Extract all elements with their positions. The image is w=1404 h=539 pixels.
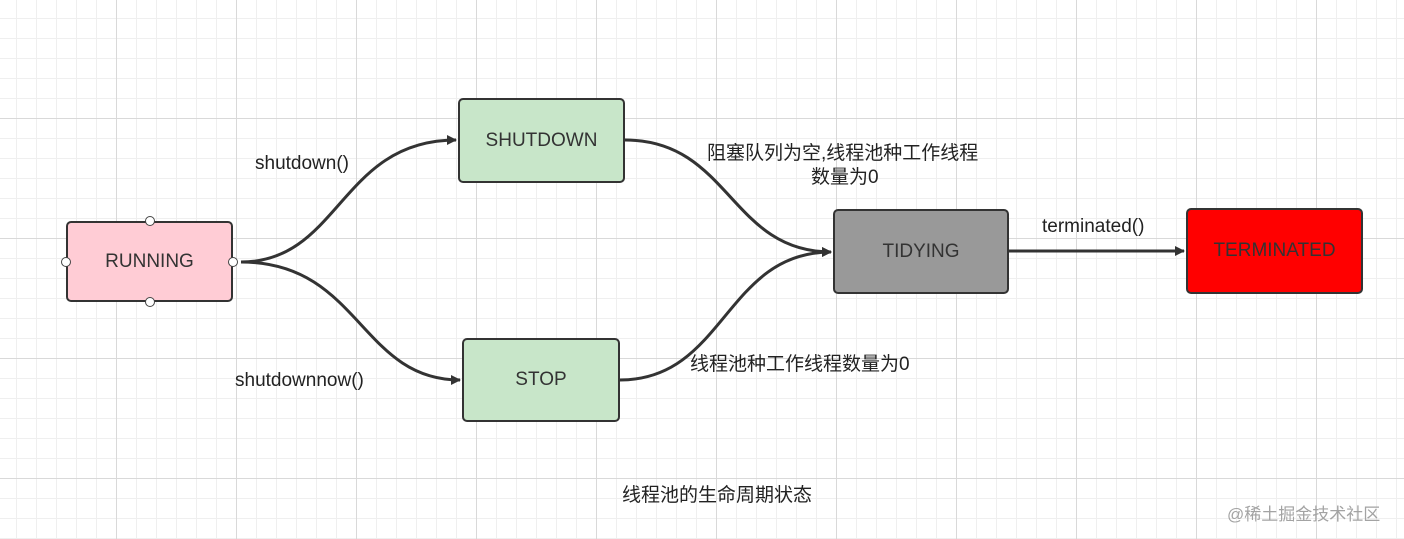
edge-running-to-stop [240,260,461,385]
edge-label-shutdownnow: shutdownnow() [235,370,364,391]
running-node-label: RUNNING [105,250,194,272]
terminated-node-label: TERMINATED [1213,240,1336,261]
tidying-node[interactable]: TIDYING [833,209,1009,294]
shutdown-node[interactable]: SHUTDOWN [458,98,625,183]
edge-label-worker-count-zero: 线程池种工作线程数量为0 [690,354,910,375]
diagram-caption: 线程池的生命周期状态 [622,485,813,506]
shutdown-node-label: SHUTDOWN [485,129,598,151]
edge-label-queue-empty-line2: 数量为0 [811,167,879,188]
stop-node[interactable]: STOP [462,338,620,422]
terminated-node[interactable]: TERMINATED [1186,208,1363,294]
tidying-node-label: TIDYING [882,240,960,262]
edge-label-terminated: terminated() [1042,216,1145,237]
edge-running-to-shutdown [240,135,457,264]
watermark: @稀土掘金技术社区 [1227,505,1381,524]
running-handle-right[interactable] [228,257,238,267]
edge-stop-to-tidying [619,247,832,382]
edge-label-shutdown: shutdown() [255,153,349,174]
running-node[interactable]: RUNNING [66,221,233,302]
running-handle-left[interactable] [61,257,71,267]
stop-node-label: STOP [515,369,567,390]
edge-shutdown-to-tidying [624,138,832,257]
running-handle-bottom[interactable] [145,297,155,307]
running-handle-top[interactable] [145,216,155,226]
edge-label-queue-empty-line1: 阻塞队列为空,线程池种工作线程 [707,143,979,164]
